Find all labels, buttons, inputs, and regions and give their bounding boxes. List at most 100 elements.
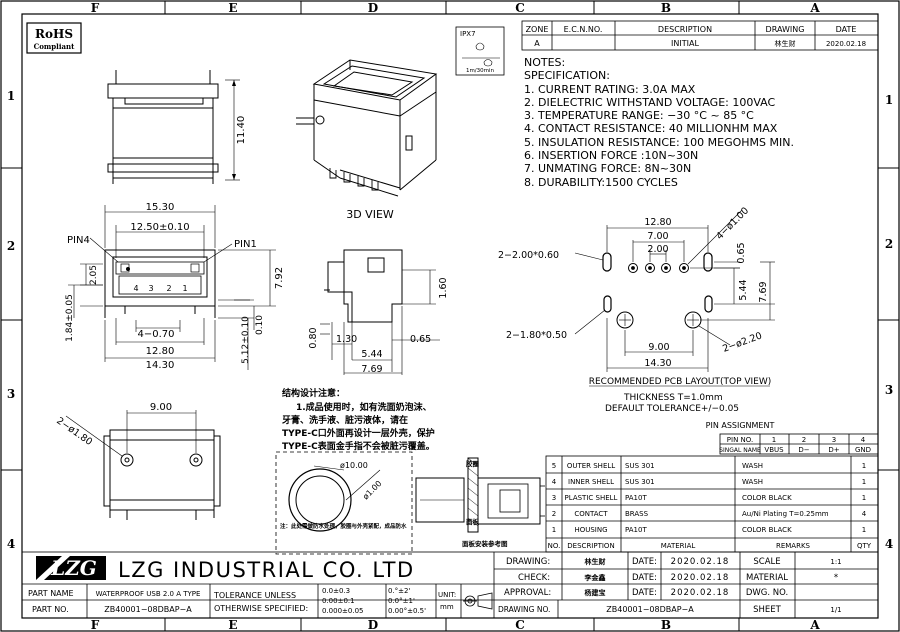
bom-cell-material: PA10T <box>625 494 647 502</box>
note-cn-line-4: TYPE-C表面金手指不会被脏污覆盖。 <box>282 440 435 452</box>
bom-cell-no: 1 <box>552 526 556 534</box>
bom-cell-part: CONTACT <box>574 510 608 518</box>
bom-cell-remarks: WASH <box>742 478 763 486</box>
tb-unit-label: UNIT: <box>438 591 456 599</box>
tb-tol-line1: TOLERANCE UNLESS <box>213 591 296 600</box>
bottom-view <box>65 410 221 520</box>
tb-sheet-label: SHEET <box>753 605 782 615</box>
company-name: LZG INDUSTRIAL CO. LTD <box>118 558 415 582</box>
row-label-2-right: 2 <box>885 237 893 251</box>
tb-material-label: MATERIAL <box>746 573 788 583</box>
spec-item-1: 1. CURRENT RATING: 3.0A MAX <box>524 83 696 96</box>
tb-date-3: 2020.02.18 <box>671 588 730 598</box>
bom-cell-no: 4 <box>552 478 557 486</box>
rev-header-desc: DESCRIPTION <box>658 25 712 34</box>
pcb-tolerance: DEFAULT TOLERANCE+/−0.05 <box>605 404 739 414</box>
bom-cell-no: 3 <box>552 494 556 502</box>
bom-cell-material: BRASS <box>625 510 649 518</box>
bom-cell-material: SUS 301 <box>625 478 655 486</box>
ipx7-mark: IPX7 1m/30min <box>455 26 505 76</box>
dim-front-h5: 5.12±0.10 <box>241 316 251 364</box>
detail-label-ring: 胶圈 <box>466 459 480 468</box>
bom-cell-no: 5 <box>552 462 556 470</box>
bom-cell-qty: 4 <box>862 510 867 518</box>
tb-tol-b-1: 0.°±2' <box>388 587 410 595</box>
tb-unit-val: mm <box>440 603 454 611</box>
col-label-f-bottom: F <box>91 618 100 632</box>
projection-symbol-icon <box>463 592 493 610</box>
row-label-3-right: 3 <box>885 383 893 397</box>
logo-text: LZG <box>50 556 97 580</box>
tb-drawing-label: DRAWING: <box>506 557 550 567</box>
bom-cell-material: SUS 301 <box>625 462 655 470</box>
note-cn-line-2: 牙膏、洗手液、脏污液体，请在 <box>282 414 408 426</box>
tb-dwg-label: DWG. NO. <box>746 588 788 598</box>
bom-cell-remarks: COLOR BLACK <box>742 526 792 534</box>
side-profile-view <box>320 249 440 375</box>
bom-header-qty: QTY <box>857 542 872 550</box>
spec-item-5: 5. INSULATION RESISTANCE: 100 MEGOHMS MI… <box>524 136 794 149</box>
dim-front-outer-width: 15.30 <box>146 202 175 213</box>
ipx-rating: IPX7 <box>460 30 476 38</box>
water-drop-icon <box>475 42 485 51</box>
tb-tol-b-3: 0.00°±0.5' <box>388 607 426 615</box>
bom-cell-remarks: Au/Ni Plating T=0.25mm <box>742 510 829 518</box>
bom-cell-part: OUTER SHELL <box>567 462 615 470</box>
detail-caption: 注：此处需做防水处理，胶圈与外壳紧配，成品防水 <box>280 522 407 530</box>
bom-table-grid <box>545 455 879 553</box>
dim-side2-d6: 7.69 <box>361 364 382 375</box>
tb-drawing-no-label: DRAWING NO. <box>498 605 550 614</box>
tb-drawing-no-val: ZB40001−08DBAP−A <box>606 605 694 614</box>
row-label-3: 3 <box>7 387 15 401</box>
signal-vbus: VBUS <box>764 446 784 454</box>
tb-part-name-label: PART NAME <box>28 589 74 598</box>
tb-part-no-val: ZB40001−08DBAP−A <box>104 605 192 614</box>
pin-no-2: 2 <box>802 436 806 444</box>
tb-date-1: 2020.02.18 <box>671 557 730 567</box>
pin-num-2: 2 <box>166 284 171 293</box>
signal-dminus: D− <box>798 446 809 454</box>
bom-header-no: NO. <box>548 542 561 550</box>
notes-block: NOTES: SPECIFICATION: 1. CURRENT RATING:… <box>524 56 794 189</box>
rohs-subtitle: Compliant <box>34 42 75 51</box>
tb-tol-a-1: 0.0±0.3 <box>322 587 350 595</box>
row-label-1-right: 1 <box>885 93 893 107</box>
dim-pcb-d3: 2.00 <box>647 244 668 255</box>
revision-table <box>521 20 879 51</box>
ipx-depth: 1m/30min <box>466 68 495 74</box>
rohs-title: RoHS <box>35 27 73 41</box>
dim-pcb-d6: 5.44 <box>738 279 749 300</box>
tb-approval-label: APPROVAL: <box>504 588 551 598</box>
bom-cell-qty: 1 <box>862 478 866 486</box>
dim-pcb-d7: 7.69 <box>758 281 769 302</box>
dim-front-h1: 7.92 <box>274 267 285 289</box>
detail-label-panel: 面板 <box>466 517 480 526</box>
pin-num-1: 1 <box>182 284 187 293</box>
tb-date-label-3: DATE: <box>632 588 657 598</box>
rev-header-ecn: E.C.N.NO. <box>564 25 603 34</box>
dim-bottom-w: 9.00 <box>150 402 172 413</box>
bom-cell-no: 2 <box>552 510 556 518</box>
bom-header-remarks: REMARKS <box>776 542 811 550</box>
dim-side2-d5: 5.44 <box>361 349 382 360</box>
notes-title: NOTES: <box>524 56 565 69</box>
spec-item-7: 7. UNMATING FORCE: 8N~30N <box>524 162 691 175</box>
pin-no-1: 1 <box>772 436 776 444</box>
rev-header-zone: ZONE <box>526 25 549 34</box>
row-label-4-right: 4 <box>885 537 893 551</box>
pin-no-3: 3 <box>832 436 836 444</box>
iso-view <box>296 59 438 197</box>
view-3d-label: 3D VIEW <box>346 208 394 221</box>
tb-tol-b-2: 0.0°±1' <box>388 597 415 605</box>
rev-date: 2020.02.18 <box>826 40 866 48</box>
dim-front-w3: 14.30 <box>146 360 175 371</box>
tb-date-label-2: DATE: <box>632 573 657 583</box>
pcb-thickness: THICKNESS T=1.0mm <box>623 393 723 403</box>
pin-no-4: 4 <box>861 436 866 444</box>
bom-header-material: MATERIAL <box>661 542 696 550</box>
zone-labels: F E D C B A F E D C B A 1 2 3 4 1 2 3 4 <box>7 1 893 632</box>
notes-spec-title: SPECIFICATION: <box>524 69 610 82</box>
pin-num-3: 3 <box>148 284 153 293</box>
tb-part-name-val: WATERPROOF USB 2.0 A TYPE <box>96 590 201 598</box>
